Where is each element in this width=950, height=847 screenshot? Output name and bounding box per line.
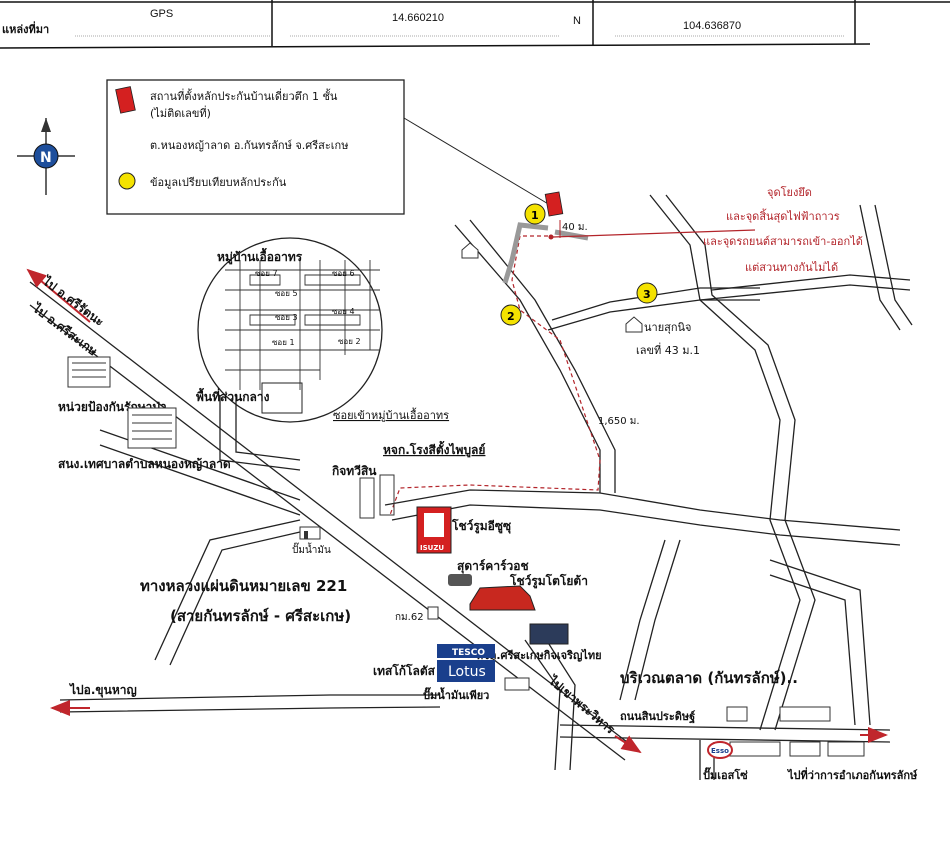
direction-arrows <box>26 268 888 754</box>
collateral-legend-icon <box>115 86 136 114</box>
tesco-logo: TESCO Lotus <box>437 644 495 682</box>
isuzu-label: โชว์รูมอีซูซุ <box>451 518 511 534</box>
district-office-label: ไปที่ว่าการอำเภอกันทรลักษ์ <box>786 767 918 782</box>
km-post-icon <box>427 606 439 620</box>
note-pointer <box>552 229 756 238</box>
owner-address: เลขที่ 43 ม.1 <box>636 342 700 357</box>
access-route <box>389 235 601 516</box>
gas-station-icon <box>299 526 321 540</box>
to-khun-han-label: ไปอ.ขุนหาญ <box>68 682 137 698</box>
gps-latitude: 14.660210 <box>392 12 444 24</box>
central-area-box <box>261 382 303 414</box>
village-label: หมู่บ้านเอื้ออาทร <box>217 247 303 265</box>
legend-comparable-label: ข้อมูลเปรียบเทียบหลักประกัน <box>150 176 287 189</box>
village-lane-label: ซอย 7 <box>255 269 278 278</box>
municipal-label: สนง.เทศบาลตำบลหนองหญ้าลาด <box>58 457 231 471</box>
comparable-legend-icon <box>118 172 136 190</box>
toyota-label: โชว์รูมโตโยต้า <box>509 573 588 589</box>
esso-logo: Esso <box>707 741 733 759</box>
comparable-marker-2: 2 <box>500 304 522 326</box>
owner-name: นายสุกนิจ <box>644 321 691 334</box>
gps-lat-dir: N <box>573 15 581 27</box>
dirt-road <box>502 222 549 284</box>
tesco-label: เทสโก้โลตัส <box>373 663 436 678</box>
km-label: กม.62 <box>395 612 424 623</box>
svg-text:Lotus: Lotus <box>448 664 486 680</box>
building-icon <box>67 356 111 388</box>
village-lane-label: ซอย 3 <box>275 313 298 322</box>
gps-field-label: แหล่งที่มา <box>2 24 50 36</box>
svg-text:ISUZU: ISUZU <box>420 544 444 552</box>
legend-location: ต.หนองหญ้าลาด อ.กันทรลักษ์ จ.ศรีสะเกษ <box>150 139 348 152</box>
legend-collateral-note: (ไม่ติดเลขที่) <box>150 105 211 120</box>
legend-box <box>106 79 405 215</box>
village-grid <box>225 260 380 390</box>
sisaket-kitcharoen-label: หจก.ศรีสะเกษกิจเจริญไทย <box>476 648 602 662</box>
store-icon <box>529 623 569 645</box>
gps-header: แหล่งที่มา GPS 14.660210 N 104.636870 <box>0 0 950 54</box>
gas-station-2-label: ปั๊มน้ำมันเพียว <box>423 687 489 702</box>
gas-station-icon <box>504 677 530 691</box>
distance-long: 1,650 ม. <box>598 416 640 427</box>
svg-text:2: 2 <box>507 310 515 323</box>
car-icon <box>469 585 536 611</box>
car-icon <box>448 574 472 586</box>
gps-longitude: 104.636870 <box>683 20 742 32</box>
svg-text:TESCO: TESCO <box>452 648 485 658</box>
village-soi-label: ซอยเข้าหมู่บ้านเอื้ออาทร <box>333 407 449 422</box>
legend-leader-line <box>403 117 551 206</box>
gps-source: GPS <box>150 8 174 20</box>
building-icon <box>127 407 177 449</box>
note-line-1: จุดโยงยึด <box>767 185 812 199</box>
highway-label-1: ทางหลวงแผ่นดินหมายเลข 221 <box>140 577 347 595</box>
village-lane-label: ซอย 6 <box>332 269 355 278</box>
sin-road-label: ถนนสินประดิษฐ์ <box>620 710 695 724</box>
distance-short: 40 ม. <box>562 222 588 233</box>
shophouse-row <box>726 706 865 757</box>
road-network <box>29 194 913 780</box>
svg-text:Esso: Esso <box>711 747 729 755</box>
svg-text:3: 3 <box>643 288 651 301</box>
isuzu-logo: ISUZU <box>416 506 452 554</box>
comparable-marker-3: 3 <box>636 282 658 304</box>
village-lane-label: ซอย 5 <box>275 289 298 298</box>
village-lane-label: ซอย 4 <box>332 307 355 316</box>
village-circle <box>197 237 383 423</box>
house-icon <box>625 316 643 333</box>
note-line-3: และจุดรถยนต์สามารถเข้า-ออกได้ <box>703 235 863 248</box>
comparable-marker-1: 1 <box>524 203 546 225</box>
supercar-label: สุดาร์คาร์วอช <box>457 559 529 574</box>
village-lane-label: ซอย 2 <box>338 337 361 346</box>
note-line-2: และจุดสิ้นสุดไฟฟ้าถาวร <box>726 208 840 223</box>
gas-station-1-label: ปั๊มน้ำมัน <box>292 542 331 556</box>
house-icon <box>461 242 479 259</box>
legend-collateral-label: สถานที่ตั้งหลักประกันบ้านเดี่ยวตึก 1 ชั้… <box>150 88 338 103</box>
rice-mill-building <box>359 477 375 519</box>
compass-icon: N <box>17 118 75 195</box>
village-lane-label: ซอย 1 <box>272 338 295 347</box>
collateral-site-icon <box>544 191 564 217</box>
esso-label: ปั๊มเอสโซ่ <box>703 767 748 782</box>
market-label: บริเวณตลาด (กันทรลักษ์).. <box>620 669 798 687</box>
rice-mill-label: หจก.โรงสีตั้งไพบูลย์ <box>383 440 485 458</box>
svg-text:1: 1 <box>531 209 539 222</box>
central-area-label: พื้นที่ส่วนกลาง <box>196 387 270 404</box>
svg-text:N: N <box>40 150 52 166</box>
kittisin-label: กิจทวีสิน <box>332 464 377 478</box>
note-line-4: แต่สวนทางกันไม่ได้ <box>745 261 838 274</box>
highway-label-2: (สายกันทรลักษ์ - ศรีสะเกษ) <box>170 607 351 625</box>
